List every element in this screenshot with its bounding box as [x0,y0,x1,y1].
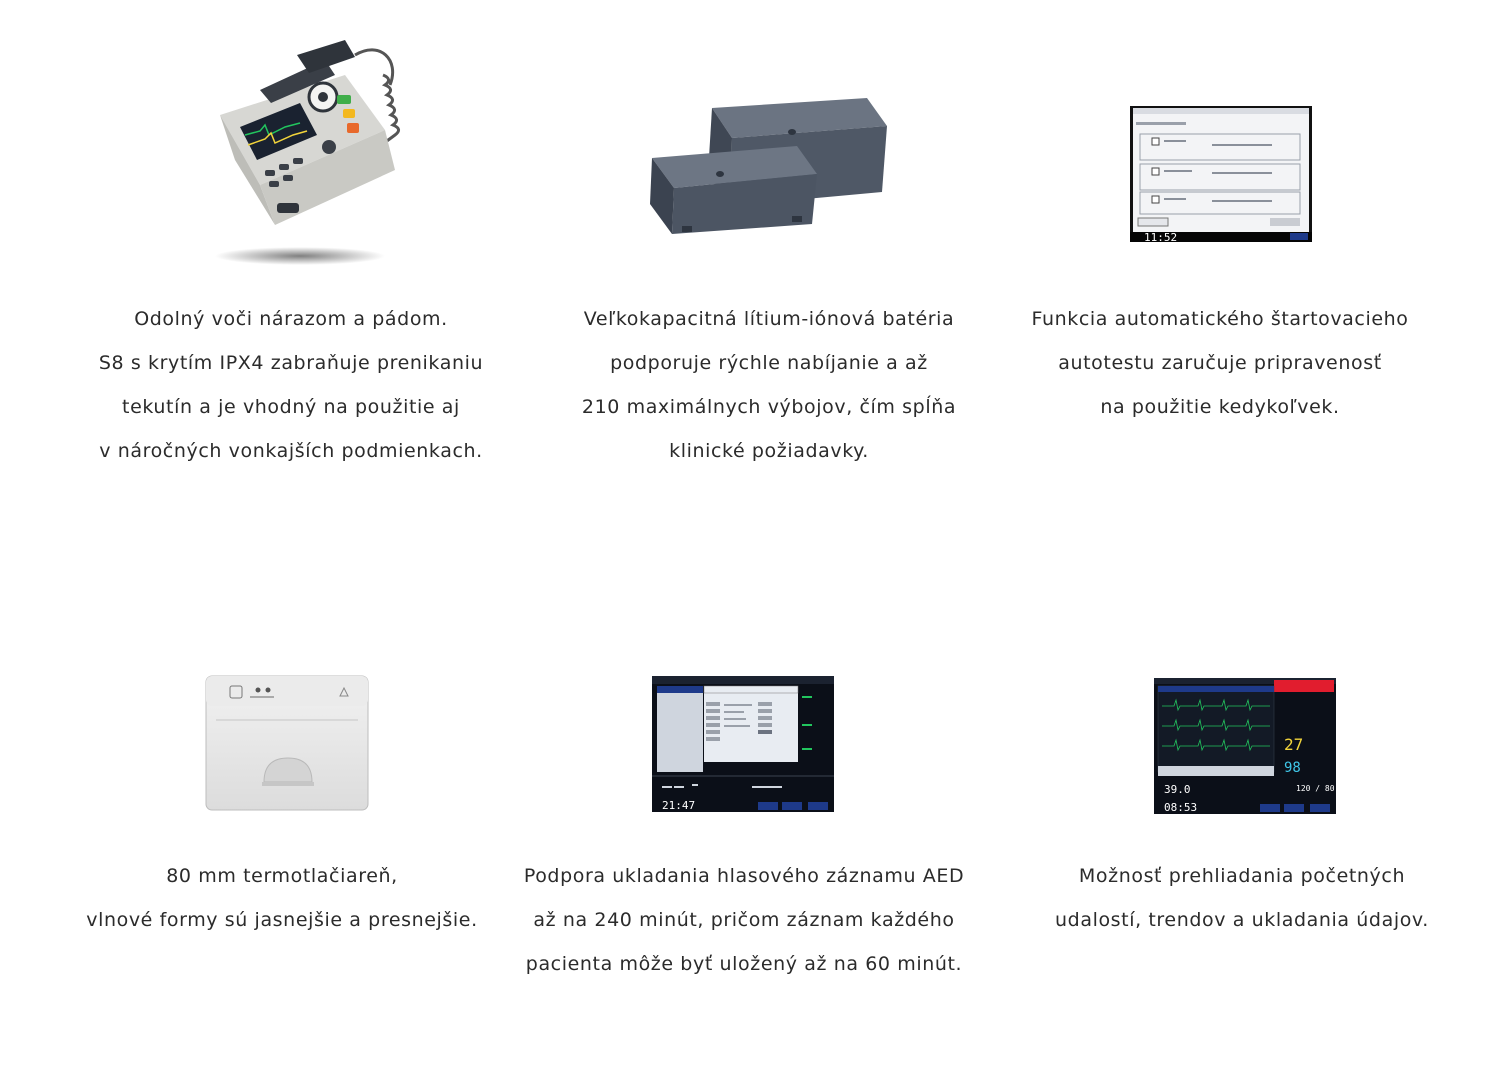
defibrillator-device-icon [215,40,400,265]
caption-line: vlnové formy sú jasnejšie a presnejšie. [86,909,478,931]
caption-line: 80 mm termotlačiareň, [166,865,398,887]
caption-line: Veľkokapacitná lítium-iónová batéria [583,308,955,330]
temp-readout: 39.0 [1164,783,1191,796]
events-review-screen-icon: 27 98 39.0 120 / 80 08:53 [1154,678,1336,814]
self-test-screen-icon: 11:52 [1130,106,1312,242]
nibp-readout: 120 / 80 [1296,784,1335,793]
screen-time-readout: 11:52 [1144,231,1177,242]
caption-line: na použitie kedykoľvek. [1100,396,1340,418]
feature-battery-caption: Veľkokapacitná lítium-iónová batéria pod… [519,297,1019,473]
screen-time-readout: 21:47 [662,799,695,812]
feature-durability-caption: Odolný voči nárazom a pádom. S8 s krytím… [41,297,541,473]
feature-events-review-caption: Možnosť prehliadania početných udalostí,… [992,854,1486,942]
caption-line: Podpora ukladania hlasového záznamu AED [523,865,965,887]
feature-voice-record-caption: Podpora ukladania hlasového záznamu AED … [494,854,994,986]
caption-line: S8 s krytím IPX4 zabraňuje prenikaniu [98,352,484,374]
hr-readout: 27 [1284,735,1303,754]
caption-line: Odolný voči nárazom a pádom. [134,308,448,330]
caption-line: pacienta môže byť uložený až na 60 minút… [525,953,963,975]
caption-line: až na 240 minút, pričom záznam každého [533,909,955,931]
voice-record-screen-icon: 21:47 [652,676,834,812]
caption-line: v náročných vonkajších podmienkach. [99,440,483,462]
screen-time-readout: 08:53 [1164,801,1197,814]
feature-printer-caption: 80 mm termotlačiareň, vlnové formy sú ja… [32,854,532,942]
caption-line: klinické požiadavky. [669,440,869,462]
caption-line: podporuje rýchle nabíjanie a až [610,352,928,374]
thermal-printer-icon [205,675,369,811]
feature-self-test-caption: Funkcia automatického štartovacieho auto… [970,297,1470,429]
battery-pack-icon [650,98,887,234]
caption-line: Možnosť prehliadania početných [1078,865,1406,887]
caption-line: Funkcia automatického štartovacieho [1031,308,1409,330]
caption-line: autotestu zaručuje pripravenosť [1058,352,1382,374]
caption-line: tekutín a je vhodný na použitie aj [122,396,460,418]
caption-line: udalostí, trendov a ukladania údajov. [1055,909,1429,931]
caption-line: 210 maximálnych výbojov, čím spĺňa [581,396,957,418]
spo2-readout: 98 [1284,760,1301,776]
